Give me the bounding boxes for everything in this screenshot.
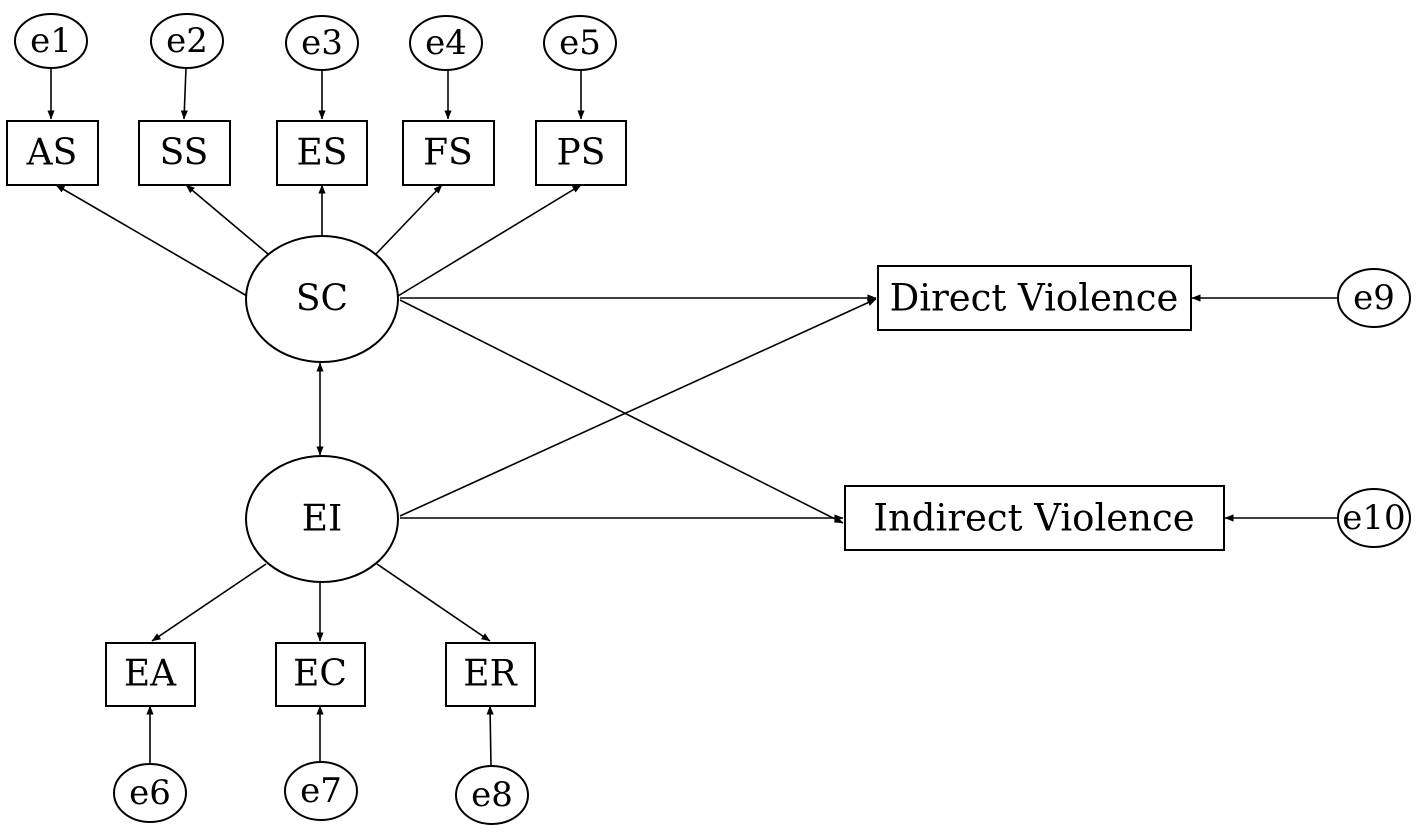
- indicator-label-ps: PS: [557, 133, 606, 174]
- indicator-node-ec: EC: [275, 642, 366, 707]
- edge-sc-indirect: [399, 299, 844, 524]
- indicator-label-ea: EA: [124, 654, 177, 695]
- edge-e8-er: [486, 705, 494, 767]
- indicator-node-ps: PS: [535, 120, 627, 186]
- error-node-e6: e6: [113, 763, 187, 823]
- outcome-node-indirect-violence: Indirect Violence: [844, 485, 1225, 551]
- indicator-label-er: ER: [463, 654, 517, 695]
- error-label-e1: e1: [30, 21, 72, 61]
- error-node-e3: e3: [285, 15, 359, 71]
- latent-node-ei: EI: [245, 455, 399, 583]
- indicator-label-fs: FS: [423, 133, 473, 174]
- edge-sc-ss: [185, 184, 269, 255]
- error-node-e8: e8: [455, 765, 529, 825]
- edge-ei-er: [376, 563, 491, 642]
- latent-label-ei: EI: [302, 499, 343, 540]
- edge-ei-direct: [399, 298, 877, 517]
- error-label-e3: e3: [301, 23, 343, 63]
- error-label-e8: e8: [471, 775, 513, 815]
- indicator-node-as: AS: [6, 120, 99, 186]
- error-node-e5: e5: [543, 15, 617, 71]
- error-node-e2: e2: [150, 13, 224, 69]
- outcome-label-indirect-violence: Indirect Violence: [873, 497, 1194, 540]
- outcome-label-direct-violence: Direct Violence: [890, 277, 1179, 320]
- error-label-e9: e9: [1353, 278, 1395, 318]
- error-node-e1: e1: [14, 13, 88, 69]
- edge-e2-ss: [180, 67, 188, 120]
- indicator-node-er: ER: [445, 642, 536, 707]
- latent-label-sc: SC: [296, 279, 348, 320]
- edge-sc-ps: [397, 184, 582, 297]
- indicator-label-as: AS: [26, 133, 78, 174]
- indicator-node-ea: EA: [105, 642, 196, 707]
- edge-ei-ea: [151, 563, 267, 642]
- indicator-node-es: ES: [276, 120, 368, 186]
- error-label-e2: e2: [166, 21, 208, 61]
- outcome-node-direct-violence: Direct Violence: [877, 265, 1192, 331]
- error-label-e10: e10: [1342, 498, 1405, 538]
- error-label-e7: e7: [300, 771, 342, 811]
- indicator-node-fs: FS: [402, 120, 495, 186]
- indicator-label-es: ES: [297, 133, 348, 174]
- error-node-e9: e9: [1337, 268, 1411, 328]
- error-label-e5: e5: [559, 23, 601, 63]
- indicator-label-ss: SS: [160, 133, 209, 174]
- edge-sc-fs: [375, 184, 443, 255]
- error-node-e10: e10: [1337, 488, 1411, 548]
- edge-sc-as: [55, 184, 248, 297]
- indicator-label-ec: EC: [293, 654, 347, 695]
- error-node-e7: e7: [284, 761, 358, 821]
- error-node-e4: e4: [409, 15, 483, 71]
- error-label-e6: e6: [129, 773, 171, 813]
- indicator-node-ss: SS: [138, 120, 231, 186]
- error-label-e4: e4: [425, 23, 467, 63]
- latent-node-sc: SC: [245, 235, 399, 363]
